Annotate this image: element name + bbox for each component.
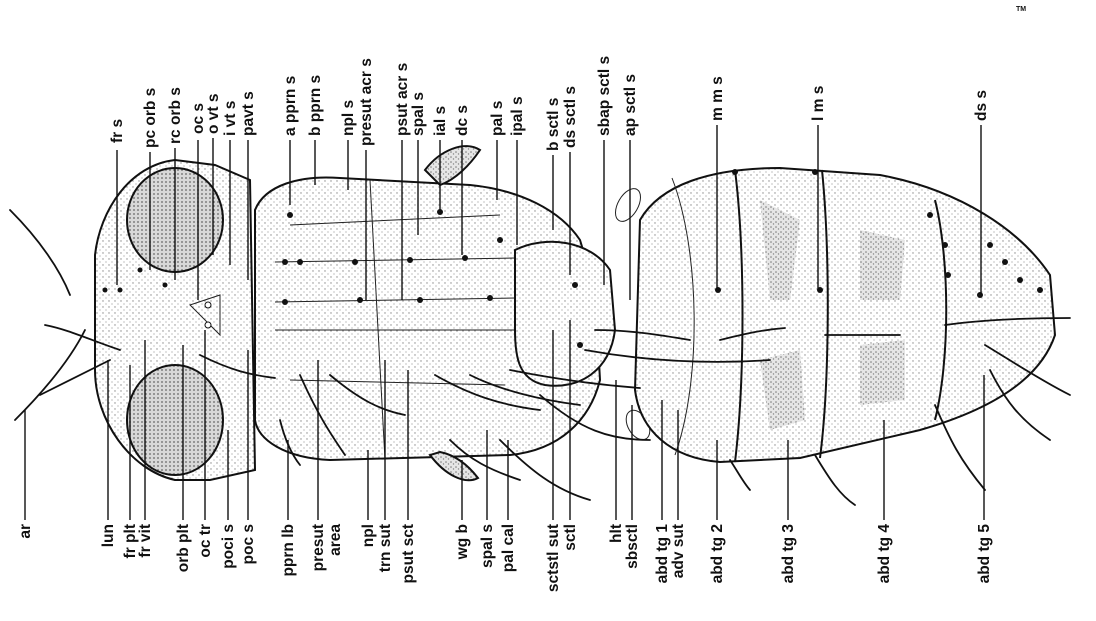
- label-ds-sctl-s: ds sctl s: [562, 86, 579, 148]
- top-labels: fr s pc orb s rc orb s oc s o vt s i vt …: [109, 56, 990, 151]
- label-trn-sut: trn sut: [377, 524, 394, 572]
- label-pprn-lb: pprn lb: [280, 524, 297, 577]
- label-presut: presut: [310, 524, 327, 571]
- arista-bristle: [10, 210, 70, 295]
- label-presut-acr-s: presut acr s: [358, 58, 375, 146]
- label-rc-orb-s: rc orb s: [167, 87, 184, 144]
- label-l-m-s: l m s: [810, 86, 827, 121]
- label-wg-b: wg b: [454, 524, 471, 560]
- label-adv-sut: adv sut: [670, 524, 687, 578]
- label-ap-sctl-s: ap sctl s: [622, 74, 639, 136]
- label-spal-s: spal s: [410, 92, 427, 136]
- label-oc-tr: oc tr: [197, 524, 214, 558]
- label-npl-s: npl s: [340, 100, 357, 136]
- bottom-labels: ar lun fr plt fr vit orb plt oc tr poci …: [17, 524, 993, 592]
- ocellus: [205, 302, 211, 308]
- label-i-vt-s: i vt s: [222, 101, 239, 136]
- label-poci-s: poci s: [220, 524, 237, 569]
- label-psut-sct: psut sct: [400, 524, 417, 583]
- label-b-sctl-s: b sctl s: [545, 98, 562, 151]
- abdomen: [635, 168, 1055, 462]
- label-pc-orb-s: pc orb s: [142, 88, 159, 148]
- label-ipal-s: ipal s: [509, 96, 526, 136]
- label-pavt-s: pavt s: [240, 91, 257, 136]
- label-a-pprn-s: a pprn s: [282, 76, 299, 136]
- scutellum: [515, 242, 615, 386]
- label-sctstl-sut: sctstl sut: [545, 524, 562, 592]
- label-abd-tg-1: abd tg 1: [654, 524, 671, 584]
- label-dc-s: dc s: [454, 105, 471, 136]
- arista-bristle: [15, 330, 85, 420]
- label-orb-plt: orb plt: [175, 524, 192, 572]
- label-spal-s-bottom: spal s: [479, 524, 496, 568]
- label-fr-s: fr s: [109, 119, 126, 143]
- compound-eye: [127, 365, 223, 475]
- label-poc-s: poc s: [240, 524, 257, 564]
- label-m-m-s: m m s: [709, 76, 726, 121]
- label-ar: ar: [17, 524, 34, 539]
- label-area: area: [327, 524, 344, 556]
- label-lun: lun: [100, 524, 117, 547]
- label-abd-tg-5: abd tg 5: [976, 524, 993, 584]
- label-abd-tg-2: abd tg 2: [709, 524, 726, 583]
- label-ds-s: ds s: [973, 90, 990, 121]
- fly-body: [10, 146, 1070, 505]
- label-ial-s: ial s: [432, 106, 449, 136]
- label-fr-vit: fr vit: [137, 524, 154, 558]
- ocellus: [205, 322, 211, 328]
- label-sbap-sctl-s: sbap sctl s: [596, 56, 613, 136]
- label-pal-s: pal s: [489, 101, 506, 136]
- label-sbsctl: sbsctl: [624, 524, 641, 569]
- abdomen-marking: [860, 230, 905, 300]
- label-b-pprn-s: b pprn s: [307, 75, 324, 136]
- abdomen-marking: [860, 340, 905, 405]
- label-npl: npl: [360, 524, 377, 547]
- label-sctl: sctl: [562, 524, 579, 551]
- label-psut-acr-s: psut acr s: [394, 63, 411, 136]
- wing-base: [425, 146, 480, 185]
- label-abd-tg-3: abd tg 3: [780, 524, 797, 584]
- label-pal-cal: pal cal: [500, 524, 517, 572]
- trademark-mark: TM: [1016, 6, 1026, 13]
- label-abd-tg-4: abd tg 4: [876, 524, 893, 584]
- label-hlt: hlt: [608, 524, 625, 543]
- label-o-vt-s: o vt s: [205, 94, 222, 134]
